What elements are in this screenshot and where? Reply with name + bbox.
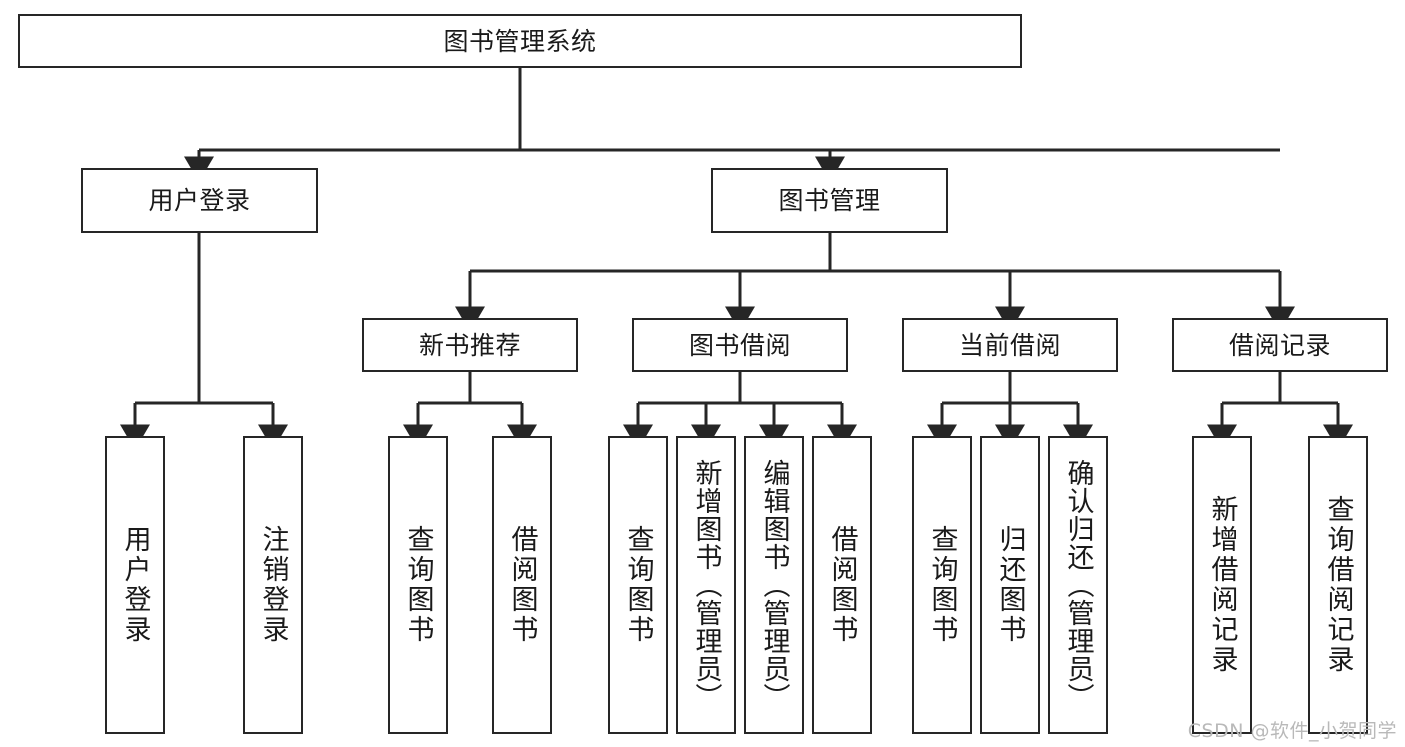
node-leaf-return-book-label: 归还图书	[994, 525, 1026, 645]
node-leaf-add-book-label: 新增图书（管理员）	[690, 459, 722, 711]
node-leaf-user-login[interactable]: 用户登录	[105, 436, 165, 734]
node-borrow-record-label: 借阅记录	[1228, 330, 1331, 360]
node-leaf-return-book[interactable]: 归还图书	[980, 436, 1040, 734]
node-leaf-edit-book-label: 编辑图书（管理员）	[758, 459, 790, 711]
node-leaf-query-book-3[interactable]: 查询图书	[912, 436, 972, 734]
node-new-book-recommend[interactable]: 新书推荐	[362, 318, 578, 372]
node-leaf-query-book-1[interactable]: 查询图书	[388, 436, 448, 734]
node-leaf-confirm-return-label: 确认归还（管理员）	[1062, 459, 1094, 711]
node-leaf-query-book-1-label: 查询图书	[402, 525, 434, 645]
node-leaf-query-book-2-label: 查询图书	[622, 525, 654, 645]
node-leaf-query-book-3-label: 查询图书	[926, 525, 958, 645]
node-leaf-borrow-book-2[interactable]: 借阅图书	[812, 436, 872, 734]
node-user-login[interactable]: 用户登录	[81, 168, 318, 233]
node-leaf-edit-book[interactable]: 编辑图书（管理员）	[744, 436, 804, 734]
node-leaf-user-login-label: 用户登录	[119, 525, 151, 645]
node-book-borrow[interactable]: 图书借阅	[632, 318, 848, 372]
node-leaf-borrow-book-2-label: 借阅图书	[826, 525, 858, 645]
node-leaf-add-record-label: 新增借阅记录	[1206, 495, 1238, 675]
node-current-borrow-label: 当前借阅	[958, 330, 1061, 360]
node-root-label: 图书管理系统	[443, 26, 597, 56]
node-leaf-logout-login[interactable]: 注销登录	[243, 436, 303, 734]
node-root[interactable]: 图书管理系统	[18, 14, 1022, 68]
node-leaf-borrow-book-1-label: 借阅图书	[506, 525, 538, 645]
node-book-manage[interactable]: 图书管理	[711, 168, 948, 233]
node-user-login-label: 用户登录	[148, 186, 251, 215]
node-leaf-add-book[interactable]: 新增图书（管理员）	[676, 436, 736, 734]
node-leaf-confirm-return[interactable]: 确认归还（管理员）	[1048, 436, 1108, 734]
node-leaf-query-record-label: 查询借阅记录	[1322, 495, 1354, 675]
node-book-borrow-label: 图书借阅	[688, 330, 791, 360]
node-book-manage-label: 图书管理	[778, 186, 881, 215]
node-leaf-logout-login-label: 注销登录	[257, 525, 289, 645]
node-leaf-query-record[interactable]: 查询借阅记录	[1308, 436, 1368, 734]
node-borrow-record[interactable]: 借阅记录	[1172, 318, 1388, 372]
node-leaf-borrow-book-1[interactable]: 借阅图书	[492, 436, 552, 734]
node-leaf-query-book-2[interactable]: 查询图书	[608, 436, 668, 734]
node-current-borrow[interactable]: 当前借阅	[902, 318, 1118, 372]
node-leaf-add-record[interactable]: 新增借阅记录	[1192, 436, 1252, 734]
node-new-book-recommend-label: 新书推荐	[418, 330, 521, 360]
